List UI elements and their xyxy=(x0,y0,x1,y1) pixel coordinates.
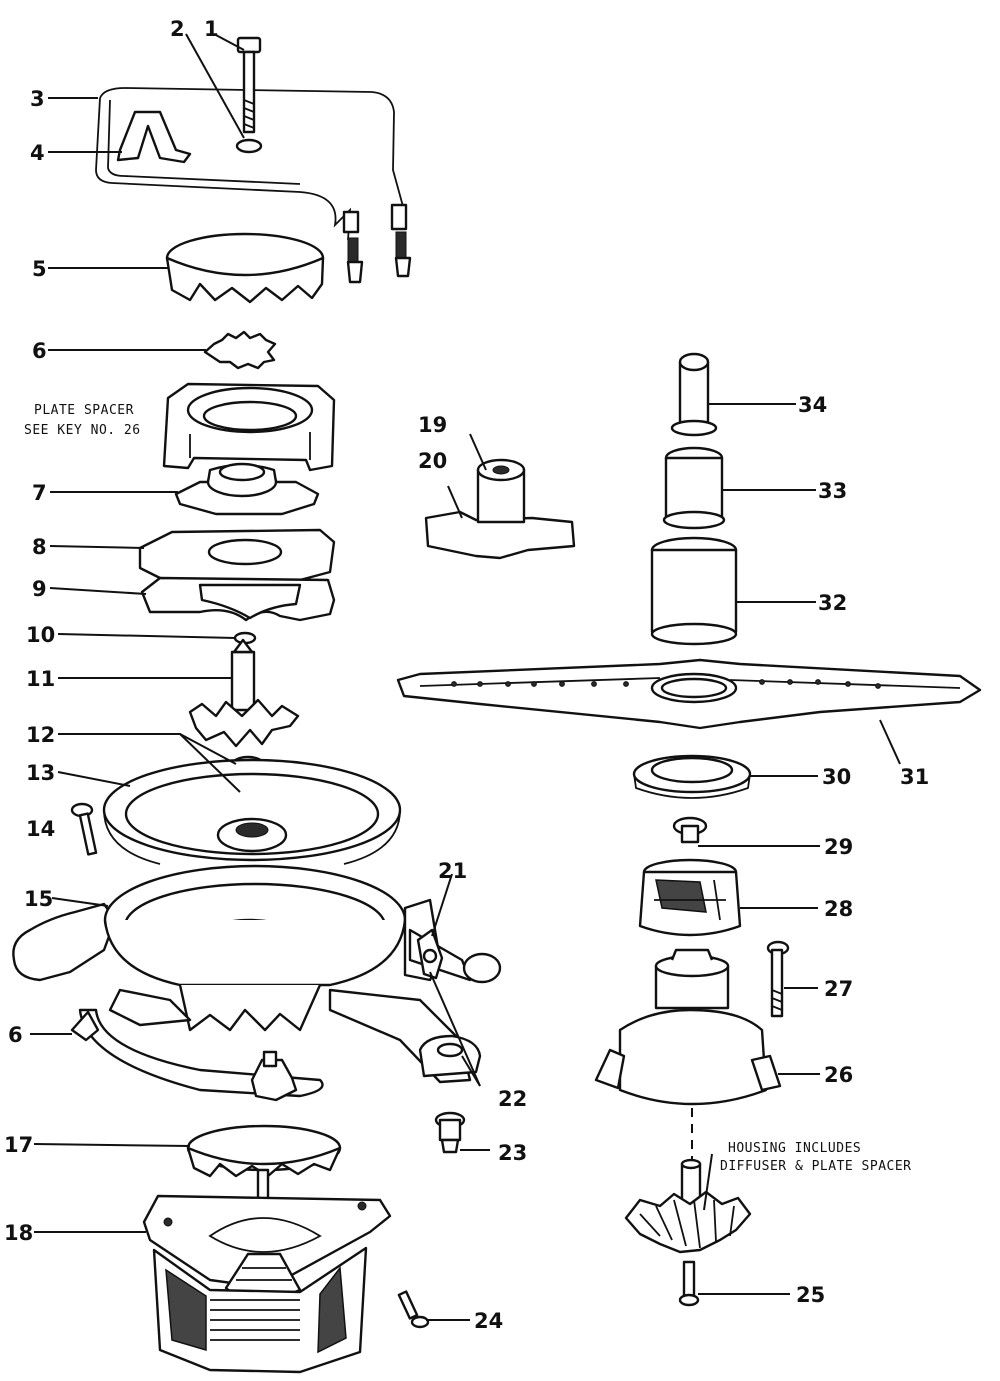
callout-6-upper: 6 xyxy=(32,339,47,363)
callout-19: 19 xyxy=(418,413,447,437)
part-28-filter-cup xyxy=(638,858,742,937)
callout-5: 5 xyxy=(32,257,47,281)
part-9-divider-plate xyxy=(140,576,336,622)
part-31-spray-arm xyxy=(396,658,982,730)
callout-24: 24 xyxy=(474,1309,503,1333)
part-6-retainer-ring xyxy=(70,1008,324,1102)
callout-25: 25 xyxy=(796,1283,825,1307)
leader-lines xyxy=(30,33,901,1321)
callout-3: 3 xyxy=(30,87,45,111)
part-7-bearing-plate xyxy=(174,462,320,516)
callout-31: 31 xyxy=(900,765,929,789)
plate-spacer xyxy=(162,382,336,472)
callout-4: 4 xyxy=(30,141,45,165)
part-6-chopper-blade xyxy=(203,330,277,370)
callout-30: 30 xyxy=(822,765,851,789)
diffuser-impeller xyxy=(624,1158,752,1254)
callout-2: 2 xyxy=(170,17,185,41)
part-33-tower-mid xyxy=(662,446,726,530)
callout-20: 20 xyxy=(418,449,447,473)
part-1-bolt xyxy=(236,36,262,134)
callout-23: 23 xyxy=(498,1141,527,1165)
part-32-tower-base xyxy=(650,536,738,646)
part-22-bracket xyxy=(418,1034,482,1078)
callout-numbers: 1 2 3 4 5 6 7 8 9 10 11 12 13 14 15 6 17… xyxy=(4,17,929,1333)
callout-13: 13 xyxy=(26,761,55,785)
part-21-clip xyxy=(416,928,444,980)
callout-7: 7 xyxy=(32,481,47,505)
callout-28: 28 xyxy=(824,897,853,921)
note-plate-spacer-line1: PLATE SPACER xyxy=(34,403,134,418)
part-18-motor xyxy=(142,1194,392,1374)
callout-22: 22 xyxy=(498,1087,527,1111)
part-14-screw xyxy=(70,802,98,856)
part-11-impeller-shaft xyxy=(188,638,300,748)
part-4-bracket xyxy=(116,110,192,164)
callout-27: 27 xyxy=(824,977,853,1001)
callout-21: 21 xyxy=(438,859,467,883)
part-27-screw xyxy=(766,940,790,1018)
callout-15: 15 xyxy=(24,887,53,911)
callout-33: 33 xyxy=(818,479,847,503)
part-3-tube-frame xyxy=(95,87,412,284)
callout-8: 8 xyxy=(32,535,47,559)
callout-1: 1 xyxy=(204,17,219,41)
part-19-20-nozzle-base xyxy=(424,458,576,560)
callout-29: 29 xyxy=(824,835,853,859)
part-29-screw-cap xyxy=(672,816,708,844)
note-housing-line2: DIFFUSER & PLATE SPACER xyxy=(720,1159,912,1174)
part-25-screw xyxy=(678,1260,700,1307)
part-26-housing xyxy=(594,948,782,1106)
note-housing-line1: HOUSING INCLUDES xyxy=(728,1141,861,1156)
note-plate-spacer-line2: SEE KEY NO. 26 xyxy=(24,423,141,438)
part-24-screw xyxy=(397,1290,430,1329)
part-34-tower-top xyxy=(670,352,718,437)
callout-14: 14 xyxy=(26,817,55,841)
callout-11: 11 xyxy=(26,667,55,691)
part-8-gasket xyxy=(138,528,336,584)
callout-10: 10 xyxy=(26,623,55,647)
callout-17: 17 xyxy=(4,1133,33,1157)
part-5-impeller xyxy=(165,232,325,304)
callout-26: 26 xyxy=(824,1063,853,1087)
part-2-washer xyxy=(235,138,263,154)
part-30-ring xyxy=(632,754,752,799)
part-13-gasket-ring xyxy=(102,758,402,865)
callout-18: 18 xyxy=(4,1221,33,1245)
callout-32: 32 xyxy=(818,591,847,615)
callout-12: 12 xyxy=(26,723,55,747)
annotations: PLATE SPACER SEE KEY NO. 26 HOUSING INCL… xyxy=(24,403,912,1174)
part-23-fitting xyxy=(434,1111,466,1154)
callout-9: 9 xyxy=(32,577,47,601)
callout-6-lower: 6 xyxy=(8,1023,23,1047)
callout-34: 34 xyxy=(798,393,827,417)
